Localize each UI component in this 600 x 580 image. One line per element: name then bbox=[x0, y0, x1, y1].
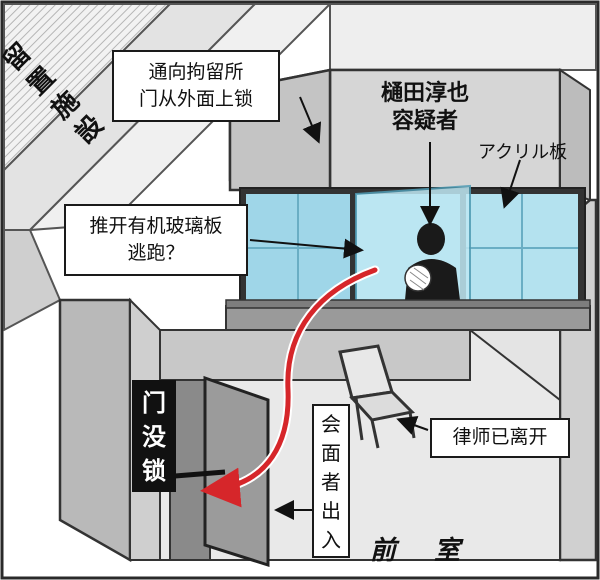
suspect-silhouette bbox=[404, 223, 460, 300]
suspect-label-line: 容疑者 bbox=[391, 109, 458, 134]
lawyer-left-label: 律师已离开 bbox=[430, 418, 570, 458]
left-wall-block bbox=[58, 298, 132, 563]
suspect-label: 樋田淳也 容疑者 bbox=[370, 80, 480, 136]
counter-top bbox=[225, 299, 591, 309]
front-room-back-wall bbox=[159, 329, 471, 381]
visitor-entry-char: 者 bbox=[321, 470, 341, 494]
pointer-lawyer bbox=[396, 415, 429, 435]
suspect-label-line: 樋田淳也 bbox=[380, 81, 469, 106]
pointer-escape bbox=[249, 238, 364, 259]
door-unlocked-char: 门 bbox=[142, 389, 166, 417]
lawyer-chair bbox=[338, 344, 416, 449]
escape-question-line: 推开有机玻璃板 bbox=[89, 215, 223, 237]
escape-question-label: 推开有机玻璃板 逃跑？ bbox=[64, 204, 248, 276]
pointer-acrylic bbox=[500, 159, 521, 209]
door-unlocked-char: 没 bbox=[142, 423, 166, 451]
acrylic-label: アクリル板 bbox=[478, 142, 568, 163]
visitor-entry-char: 入 bbox=[321, 528, 341, 552]
front-room-label: 前 室 bbox=[370, 536, 467, 566]
escape-question-line: 逃跑？ bbox=[127, 242, 185, 264]
visitor-entry-char: 会 bbox=[321, 412, 341, 436]
counter bbox=[225, 305, 591, 331]
pointer-door-unlocked bbox=[174, 469, 226, 479]
visitor-entry-char: 面 bbox=[321, 441, 341, 465]
door-unlocked-label: 门 没 锁 bbox=[132, 380, 176, 492]
door-unlocked-char: 锁 bbox=[142, 457, 166, 485]
visitor-entry-char: 出 bbox=[321, 499, 341, 523]
cell-door-note-label: 通向拘留所 门从外面上锁 bbox=[112, 50, 280, 122]
cell-door-note-line: 通向拘留所 bbox=[148, 61, 244, 83]
visitor-entry-label: 会 面 者 出 入 bbox=[312, 404, 350, 558]
pointer-cell-door bbox=[299, 96, 322, 144]
cell-door-note-line: 门从外面上锁 bbox=[138, 88, 253, 110]
